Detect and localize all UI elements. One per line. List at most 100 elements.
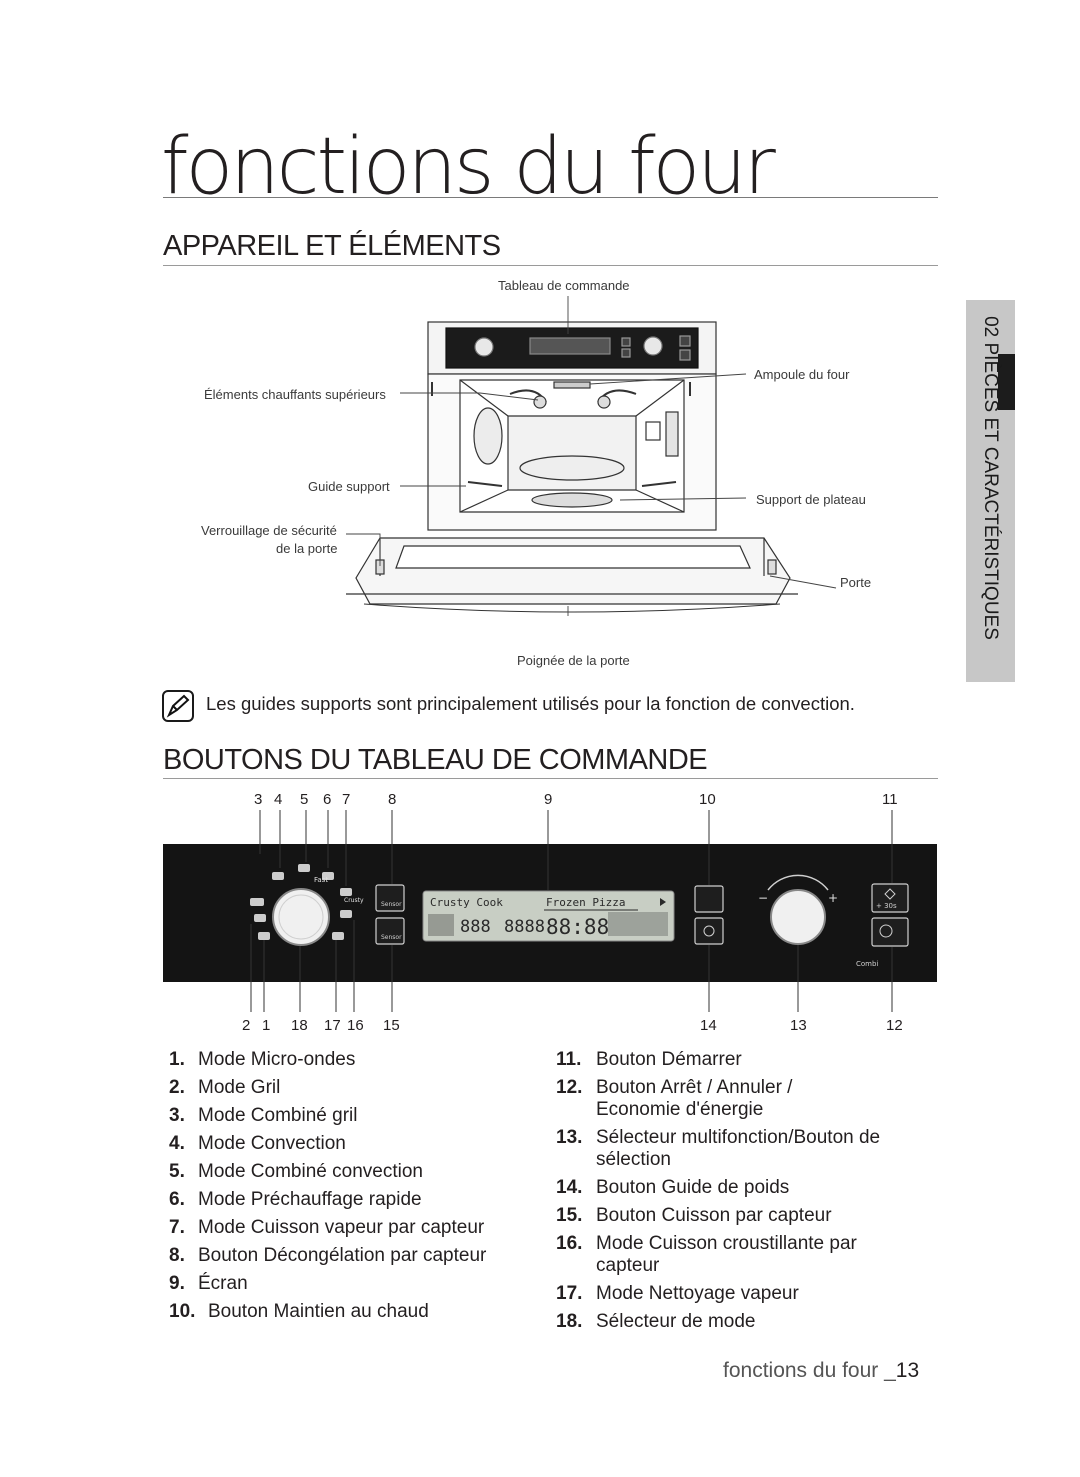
legend-item: 17.Mode Nettoyage vapeur — [556, 1283, 936, 1305]
legend-label: Bouton Arrêt / Annuler / Economie d'éner… — [596, 1077, 793, 1120]
legend-number: 15. — [556, 1205, 583, 1226]
callout-number-13: 13 — [790, 1017, 807, 1034]
page-title: fonctions du four — [161, 122, 776, 212]
display-digits-b: 8888 — [504, 917, 545, 937]
legend-label: Mode Nettoyage vapeur — [596, 1283, 799, 1304]
callout-door-lock-line2: de la porte — [276, 541, 338, 556]
sensor1-label: Sensor — [381, 901, 402, 908]
crusty-mode-label: Crusty — [344, 897, 364, 904]
callout-door-handle: Poignée de la porte — [517, 653, 630, 668]
legend-item: 4. Mode Convection — [169, 1133, 549, 1155]
legend-item: 3. Mode Combiné gril — [169, 1105, 549, 1127]
sensor2-label: Sensor — [381, 934, 402, 941]
legend-number: 5. — [169, 1161, 185, 1182]
legend-left: 1. Mode Micro-ondes 2. Mode Gril 3. Mode Co… — [169, 1049, 549, 1329]
legend-item: 5.Mode Combiné convection — [169, 1161, 549, 1183]
callout-number-14: 14 — [700, 1017, 717, 1034]
callout-number-3: 3 — [254, 791, 263, 808]
legend-label: Mode Préchauffage rapide — [198, 1189, 422, 1210]
display-digits-a: 888 — [460, 917, 491, 937]
page-number: 13 — [895, 1359, 920, 1382]
callout-number-1: 1 — [262, 1017, 271, 1034]
start-plus30-label: + 30s — [876, 902, 897, 910]
legend-label: Mode Combiné gril — [198, 1105, 358, 1126]
section-rule-control-panel — [163, 778, 938, 779]
callout-number-9: 9 — [544, 791, 553, 808]
footer-text: fonctions du four _ — [723, 1359, 896, 1382]
legend-item: 6. Mode Préchauffage rapide — [169, 1189, 549, 1211]
legend-label: Mode Micro-ondes — [198, 1049, 356, 1070]
callout-number-12: 12 — [886, 1017, 903, 1034]
section-heading-control-panel: BOUTONS DU TABLEAU DE COMMANDE — [163, 744, 708, 776]
callout-number-7: 7 — [342, 791, 351, 808]
legend-item: 9. Écran — [169, 1273, 549, 1295]
legend-label: Mode Cuisson croustillante par capteur — [596, 1233, 857, 1276]
title-rule — [163, 197, 938, 198]
callout-number-8: 8 — [388, 791, 397, 808]
legend-item: 16. Mode Cuisson croustillante par capteu… — [556, 1233, 936, 1277]
legend-number: 18. — [556, 1311, 583, 1332]
legend-label: Bouton Cuisson par capteur — [596, 1205, 832, 1226]
legend-number: 13. — [556, 1127, 583, 1148]
chapter-tab-marker — [998, 354, 1015, 410]
legend-number: 12. — [556, 1077, 583, 1098]
legend-item: 10.Bouton Maintien au chaud — [169, 1301, 549, 1323]
note-pencil-icon — [162, 690, 194, 722]
chapter-tab-label: 02 PIÈCES ET CARACTÉRISTIQUES — [980, 316, 1001, 640]
legend-number: 4. — [169, 1133, 185, 1154]
callout-tray-support: Support de plateau — [756, 492, 866, 507]
legend-right: 11.Bouton Démarrer 12. Bouton Arrêt / Ann… — [556, 1049, 936, 1339]
callout-number-11: 11 — [882, 791, 898, 808]
plus-glyph: + — [828, 891, 838, 905]
legend-number: 14. — [556, 1177, 583, 1198]
legend-label: Bouton Décongélation par capteur — [198, 1245, 487, 1266]
callout-number-10: 10 — [699, 791, 716, 808]
legend-label: Sélecteur multifonction/Bouton de sélect… — [596, 1127, 881, 1170]
callout-heating-elements: Éléments chauffants supérieurs — [204, 387, 386, 402]
section-heading-appliance: APPAREIL ET ÉLÉMENTS — [163, 230, 501, 262]
callout-control-panel: Tableau de commande — [498, 278, 630, 293]
legend-label: Mode Cuisson vapeur par capteur — [198, 1217, 485, 1238]
legend-number: 11. — [556, 1049, 582, 1070]
legend-item: 11.Bouton Démarrer — [556, 1049, 936, 1071]
fast-mode-label: Fast — [314, 876, 328, 884]
callout-number-15: 15 — [383, 1017, 400, 1034]
legend-number: 8. — [169, 1245, 185, 1266]
callout-number-2: 2 — [242, 1017, 251, 1034]
legend-item: 7.Mode Cuisson vapeur par capteur — [169, 1217, 549, 1239]
legend-number: 1. — [169, 1049, 185, 1070]
note-text: Les guides supports sont principalement … — [206, 693, 855, 714]
page-footer: fonctions du four _13 — [723, 1359, 919, 1383]
legend-item: 15. Bouton Cuisson par capteur — [556, 1205, 936, 1227]
callout-number-16: 16 — [347, 1017, 364, 1034]
callout-number-18: 18 — [291, 1017, 308, 1034]
legend-number: 16. — [556, 1233, 583, 1254]
legend-item: 14.Bouton Guide de poids — [556, 1177, 936, 1199]
legend-number: 6. — [169, 1189, 185, 1210]
callout-number-6: 6 — [323, 791, 332, 808]
legend-item: 8. Bouton Décongélation par capteur — [169, 1245, 549, 1267]
legend-item: 18. Sélecteur de mode — [556, 1311, 936, 1333]
control-panel-illustration: Fast Crusty Sensor Sensor Crusty Cook Fr… — [163, 810, 937, 1012]
callout-number-4: 4 — [274, 791, 283, 808]
legend-label: Mode Convection — [198, 1133, 346, 1154]
legend-item: 12. Bouton Arrêt / Annuler / Economie d'é… — [556, 1077, 936, 1121]
callout-oven-lamp: Ampoule du four — [754, 367, 850, 382]
legend-item: 1. Mode Micro-ondes — [169, 1049, 549, 1071]
legend-item: 13. Sélecteur multifonction/Bouton de sél… — [556, 1127, 936, 1171]
legend-item: 2. Mode Gril — [169, 1077, 549, 1099]
callout-number-5: 5 — [300, 791, 309, 808]
combi-label: Combi — [856, 960, 878, 968]
display-line1-left: Crusty Cook — [430, 896, 503, 909]
legend-number: 3. — [169, 1105, 185, 1126]
callout-rack-guide: Guide support — [308, 479, 390, 494]
display-line1-right: Frozen Pizza — [546, 896, 625, 909]
callout-door-lock-line1: Verrouillage de sécurité — [201, 523, 337, 538]
legend-label: Sélecteur de mode — [596, 1311, 756, 1332]
legend-number: 9. — [169, 1273, 185, 1294]
legend-number: 2. — [169, 1077, 185, 1098]
callout-number-17: 17 — [324, 1017, 341, 1034]
legend-label: Mode Gril — [198, 1077, 281, 1098]
legend-label: Écran — [198, 1273, 248, 1294]
legend-number: 10. — [169, 1301, 196, 1322]
